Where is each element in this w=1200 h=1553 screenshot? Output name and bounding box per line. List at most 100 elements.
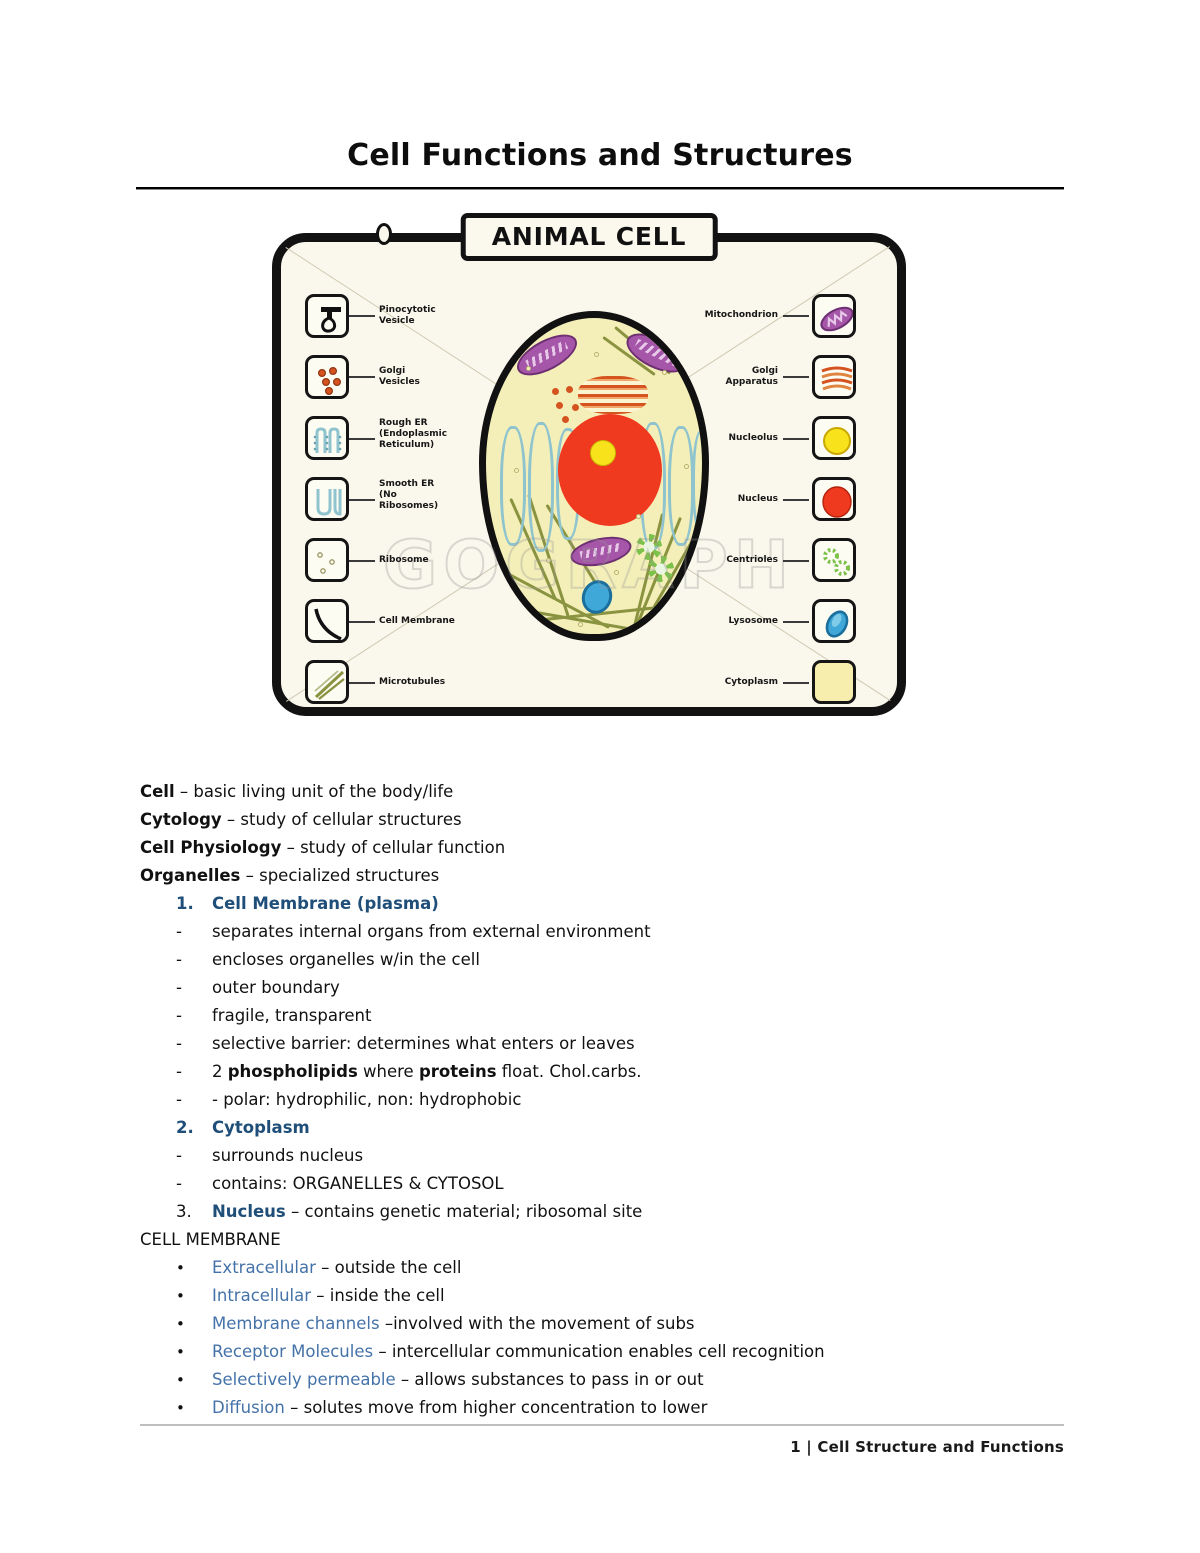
definition-term: Cell — [140, 782, 175, 801]
list-item: 1. Cell Membrane (plasma) — [140, 890, 1064, 918]
list-text: Extracellular – outside the cell — [212, 1254, 461, 1282]
diagram-banner-label: ANIMAL CELL — [491, 222, 687, 251]
bullet-desc: – allows substances to pass in or out — [395, 1370, 704, 1389]
title-divider — [136, 187, 1064, 190]
list-text: surrounds nucleus — [212, 1146, 364, 1165]
list-item: • Membrane channels –involved with the m… — [140, 1310, 1064, 1338]
organelle-heading: Cytoplasm — [212, 1118, 310, 1137]
leader-line — [349, 438, 375, 440]
list-item: - encloses organelles w/in the cell — [140, 946, 1064, 974]
list-marker: 1. — [176, 894, 194, 913]
list-item: - outer boundary — [140, 974, 1064, 1002]
list-item: • Receptor Molecules – intercellular com… — [140, 1338, 1064, 1366]
leader-line — [783, 682, 809, 684]
bullet-term: Selectively permeable — [212, 1370, 396, 1389]
list-marker: - — [176, 1090, 182, 1109]
leader-line — [349, 560, 375, 562]
bullet-desc: – inside the cell — [311, 1286, 445, 1305]
page-footer: 1 | Cell Structure and Functions — [140, 1424, 1064, 1456]
list-text: - polar: hydrophilic, non: hydrophobic — [212, 1090, 522, 1109]
definition-line: Cytology – study of cellular structures — [140, 806, 1064, 834]
label-ribosome: Ribosome — [379, 555, 429, 565]
organelle-heading: Cell Membrane (plasma) — [212, 894, 439, 913]
ribosome-dot — [594, 352, 599, 357]
body-content: Cell – basic living unit of the body/lif… — [140, 778, 1064, 1422]
label-centrioles: Centrioles — [726, 555, 778, 565]
list-text: Receptor Molecules – intercellular commu… — [212, 1338, 825, 1366]
leader-line — [349, 499, 375, 501]
nucleus-term: Nucleus — [212, 1202, 286, 1221]
leader-line — [349, 315, 375, 317]
microtubules-icon — [305, 660, 349, 704]
footer-page-label: 1 | Cell Structure and Functions — [790, 1438, 1064, 1456]
rough-er-icon — [305, 416, 349, 460]
leader-line — [783, 438, 809, 440]
bullet-term: Diffusion — [212, 1398, 285, 1417]
pinocytotic-vesicle-icon — [305, 294, 349, 338]
list-text: separates internal organs from external … — [212, 922, 651, 941]
golgi-vesicle-dot — [572, 404, 579, 411]
list-marker: 2. — [176, 1118, 194, 1137]
diagram-banner: ANIMAL CELL — [460, 213, 718, 261]
nucleus-structure — [558, 414, 662, 526]
list-item: 3. Nucleus – contains genetic material; … — [140, 1198, 1064, 1226]
nucleus-desc: – contains genetic material; ribosomal s… — [285, 1202, 643, 1221]
bullet-term: Extracellular — [212, 1258, 316, 1277]
leader-line — [349, 376, 375, 378]
centrioles-icon — [812, 538, 856, 582]
phospholipid-pre: 2 — [212, 1062, 228, 1081]
rough-er-strand — [500, 426, 526, 546]
bullet-marker: • — [176, 1371, 185, 1389]
pinocytotic-vesicle-neck — [376, 223, 392, 245]
list-item: - separates internal organs from externa… — [140, 918, 1064, 946]
title-block: Cell Functions and Structures — [0, 0, 1200, 190]
definition-line: Organelles – specialized structures — [140, 862, 1064, 890]
golgi-vesicles-structure — [552, 386, 586, 423]
list-item: - fragile, transparent — [140, 1002, 1064, 1030]
list-item: - 2 phospholipids where proteins float. … — [140, 1058, 1064, 1086]
list-item: • Diffusion – solutes move from higher c… — [140, 1394, 1064, 1422]
cytoplasm-icon — [812, 660, 856, 704]
list-text: contains: ORGANELLES & CYTOSOL — [212, 1174, 504, 1193]
label-mitochondrion: Mitochondrion — [704, 310, 778, 320]
list-text: Selectively permeable – allows substance… — [212, 1366, 704, 1394]
definition-line: Cell Physiology – study of cellular func… — [140, 834, 1064, 862]
label-cell-membrane: Cell Membrane — [379, 616, 455, 626]
leader-line — [349, 621, 375, 623]
animal-cell-diagram: ANIMAL CELL GOGRAPH — [272, 213, 906, 716]
bullet-desc: – solutes move from higher concentration… — [284, 1398, 708, 1417]
bullet-marker: • — [176, 1399, 185, 1417]
list-marker: - — [176, 1034, 182, 1053]
list-marker: - — [176, 1146, 182, 1165]
list-item: • Selectively permeable – allows substan… — [140, 1366, 1064, 1394]
ribosome-dot — [514, 468, 519, 473]
lysosome-icon — [812, 599, 856, 643]
bullet-term: Receptor Molecules — [212, 1342, 374, 1361]
centriole-structure — [636, 534, 662, 560]
list-item: 2. Cytoplasm — [140, 1114, 1064, 1142]
label-nucleolus: Nucleolus — [728, 433, 779, 443]
definition-line: Cell – basic living unit of the body/lif… — [140, 778, 1064, 806]
golgi-vesicle-dot — [566, 386, 573, 393]
page-title: Cell Functions and Structures — [347, 138, 853, 173]
list-marker: - — [176, 1062, 182, 1081]
ribosome-icon — [305, 538, 349, 582]
ribosome-dot — [684, 464, 689, 469]
rough-er-strand — [668, 426, 694, 546]
bullet-desc: – outside the cell — [315, 1258, 462, 1277]
label-pinocytotic-vesicle: Pinocytotic Vesicle — [379, 305, 436, 326]
bullet-marker: • — [176, 1259, 185, 1277]
footer-divider — [140, 1424, 1064, 1426]
ribosome-dot — [666, 606, 671, 611]
mitochondrion-structure — [567, 531, 635, 572]
leader-line — [349, 682, 375, 684]
ribosome-dot — [578, 622, 583, 627]
golgi-vesicle-dot — [552, 388, 559, 395]
list-marker: - — [176, 978, 182, 997]
definition-term: Cell Physiology — [140, 838, 282, 857]
proteins-bold: proteins — [418, 1062, 497, 1081]
label-golgi-vesicles: Golgi Vesicles — [379, 366, 420, 387]
mitochondrion-icon — [812, 294, 856, 338]
cell-membrane-icon — [305, 599, 349, 643]
